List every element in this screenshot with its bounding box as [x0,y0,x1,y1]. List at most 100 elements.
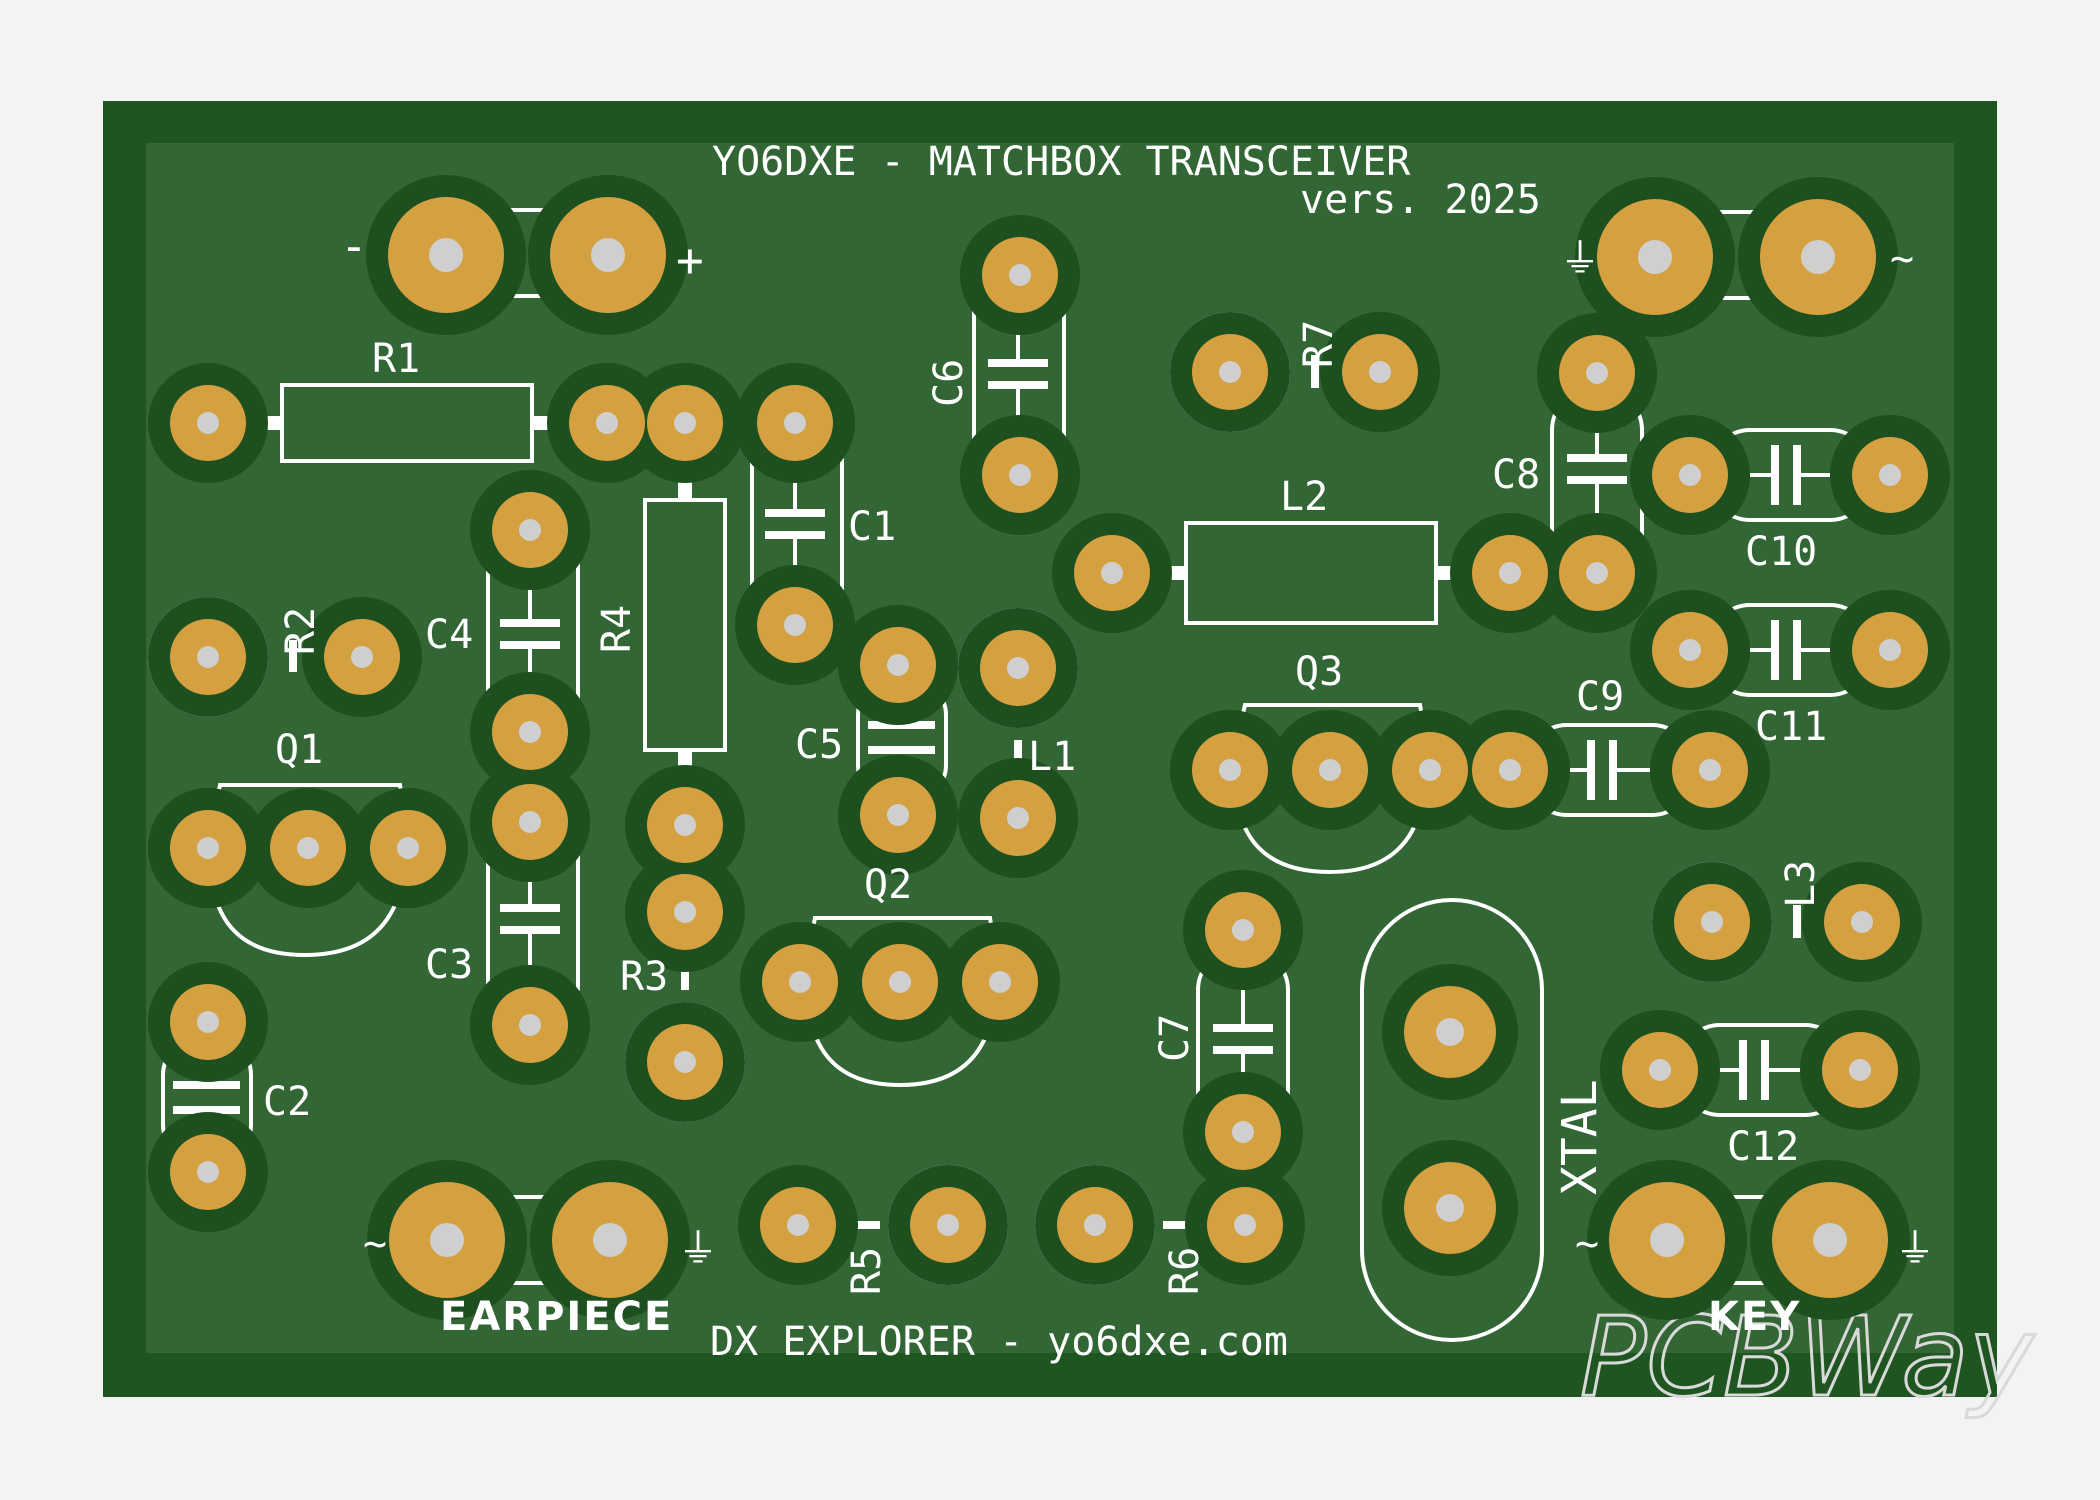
pad-c4-2 [492,694,568,770]
label-R5: R5 [844,1247,890,1295]
pad-r6-2 [1207,1187,1283,1263]
pad-key-ground [1772,1182,1888,1298]
pad-c1-1 [757,385,833,461]
pad-q2-b [862,944,938,1020]
pad-l1-2 [980,780,1056,856]
pad-c10-1 [1652,437,1728,513]
pad-q2-e [762,944,838,1020]
pad-antenna-ground [1597,199,1713,315]
pad-l3-2 [1824,884,1900,960]
pad-q3-c [1392,732,1468,808]
pad-q1-e [170,810,246,886]
pad-r5-2 [910,1187,986,1263]
label-XTAL: XTAL [1552,1079,1608,1195]
pad-c5-1 [860,627,936,703]
pad-c2-1 [170,984,246,1060]
pad-l3-1 [1674,884,1750,960]
label-C1: C1 [848,504,896,550]
pad-c6-2 [982,437,1058,513]
label-C3: C3 [425,942,473,988]
pad-q3-e [1192,732,1268,808]
label-Q1: Q1 [275,727,323,773]
label-C2: C2 [263,1079,311,1125]
pad-r3-1 [647,874,723,950]
pad-c5-2 [860,777,936,853]
pad-c9-2 [1672,732,1748,808]
pad-c12-2 [1822,1032,1898,1108]
pad-xtal-2 [1404,1162,1496,1254]
pad-power-minus [388,197,504,313]
power-minus-label: - [340,219,368,273]
pad-c1-2 [757,587,833,663]
board-surface [146,143,1954,1353]
board-title: YO6DXE - MATCHBOX TRANSCEIVER [712,139,1411,185]
label-Q3: Q3 [1295,649,1343,695]
label-Q2: Q2 [864,862,912,908]
pad-r3-2 [647,1024,723,1100]
label-C6: C6 [926,359,972,407]
key-ground-icon: ⏚ [1895,1226,1935,1272]
pad-key-signal [1609,1182,1725,1298]
pad-c4-1 [492,492,568,568]
pad-c3-2 [492,987,568,1063]
label-R4: R4 [594,605,640,653]
label-C5: C5 [795,722,843,768]
pad-r7-2 [1342,334,1418,410]
pad-r2-2 [324,619,400,695]
pad-c2-2 [170,1134,246,1210]
key-signal-icon: ~ [1575,1221,1599,1267]
pad-c12-1 [1622,1032,1698,1108]
xtal-outline [1360,898,1544,1342]
pad-c7-2 [1205,1094,1281,1170]
label-C12: C12 [1727,1124,1799,1170]
pad-r6-1 [1057,1187,1133,1263]
pad-earpiece-ground [552,1182,668,1298]
pads-layer [148,175,1950,1320]
board-footer: DX EXPLORER - yo6dxe.com [710,1319,1288,1365]
pad-c8-2 [1559,535,1635,611]
pad-r1-2 [569,385,645,461]
key-label: KEY [1708,1294,1801,1340]
pad-q1-b [270,810,346,886]
earpiece-ground-icon: ⏚ [678,1226,718,1272]
pad-q3-b [1292,732,1368,808]
pad-r1-1 [170,385,246,461]
label-R6: R6 [1162,1247,1208,1295]
pad-xtal-1 [1404,986,1496,1078]
label-C11: C11 [1755,704,1827,750]
pad-l2-2 [1472,535,1548,611]
pad-c8-1 [1559,335,1635,411]
pad-r7-1 [1192,334,1268,410]
pad-q1-c [370,810,446,886]
pad-q2-c [962,944,1038,1020]
antenna-signal-icon: ~ [1890,236,1914,282]
label-R1: R1 [372,336,420,382]
pad-c6-1 [982,237,1058,313]
pad-c10-2 [1852,437,1928,513]
label-R7: R7 [1296,320,1342,368]
pad-r4-1 [647,385,723,461]
pad-c7-1 [1205,892,1281,968]
label-L1: L1 [1028,734,1076,780]
label-C8: C8 [1492,452,1540,498]
pad-r2-1 [170,619,246,695]
pad-l1-1 [980,630,1056,706]
pad-c11-1 [1652,612,1728,688]
pad-c3-1 [492,784,568,860]
board-version: vers. 2025 [1300,177,1541,223]
pad-c9-1 [1472,732,1548,808]
antenna-ground-icon: ⏚ [1560,236,1600,282]
label-C7: C7 [1152,1014,1198,1062]
pad-earpiece-signal [389,1182,505,1298]
label-C10: C10 [1745,529,1817,575]
pad-antenna-signal [1760,199,1876,315]
pad-c11-2 [1852,612,1928,688]
power-plus-label: + [676,233,704,287]
label-C9: C9 [1576,674,1624,720]
pad-r4-2 [647,787,723,863]
label-C4: C4 [425,612,473,658]
label-R2: R2 [278,607,324,655]
pad-r5-1 [760,1187,836,1263]
pad-power-plus [550,197,666,313]
